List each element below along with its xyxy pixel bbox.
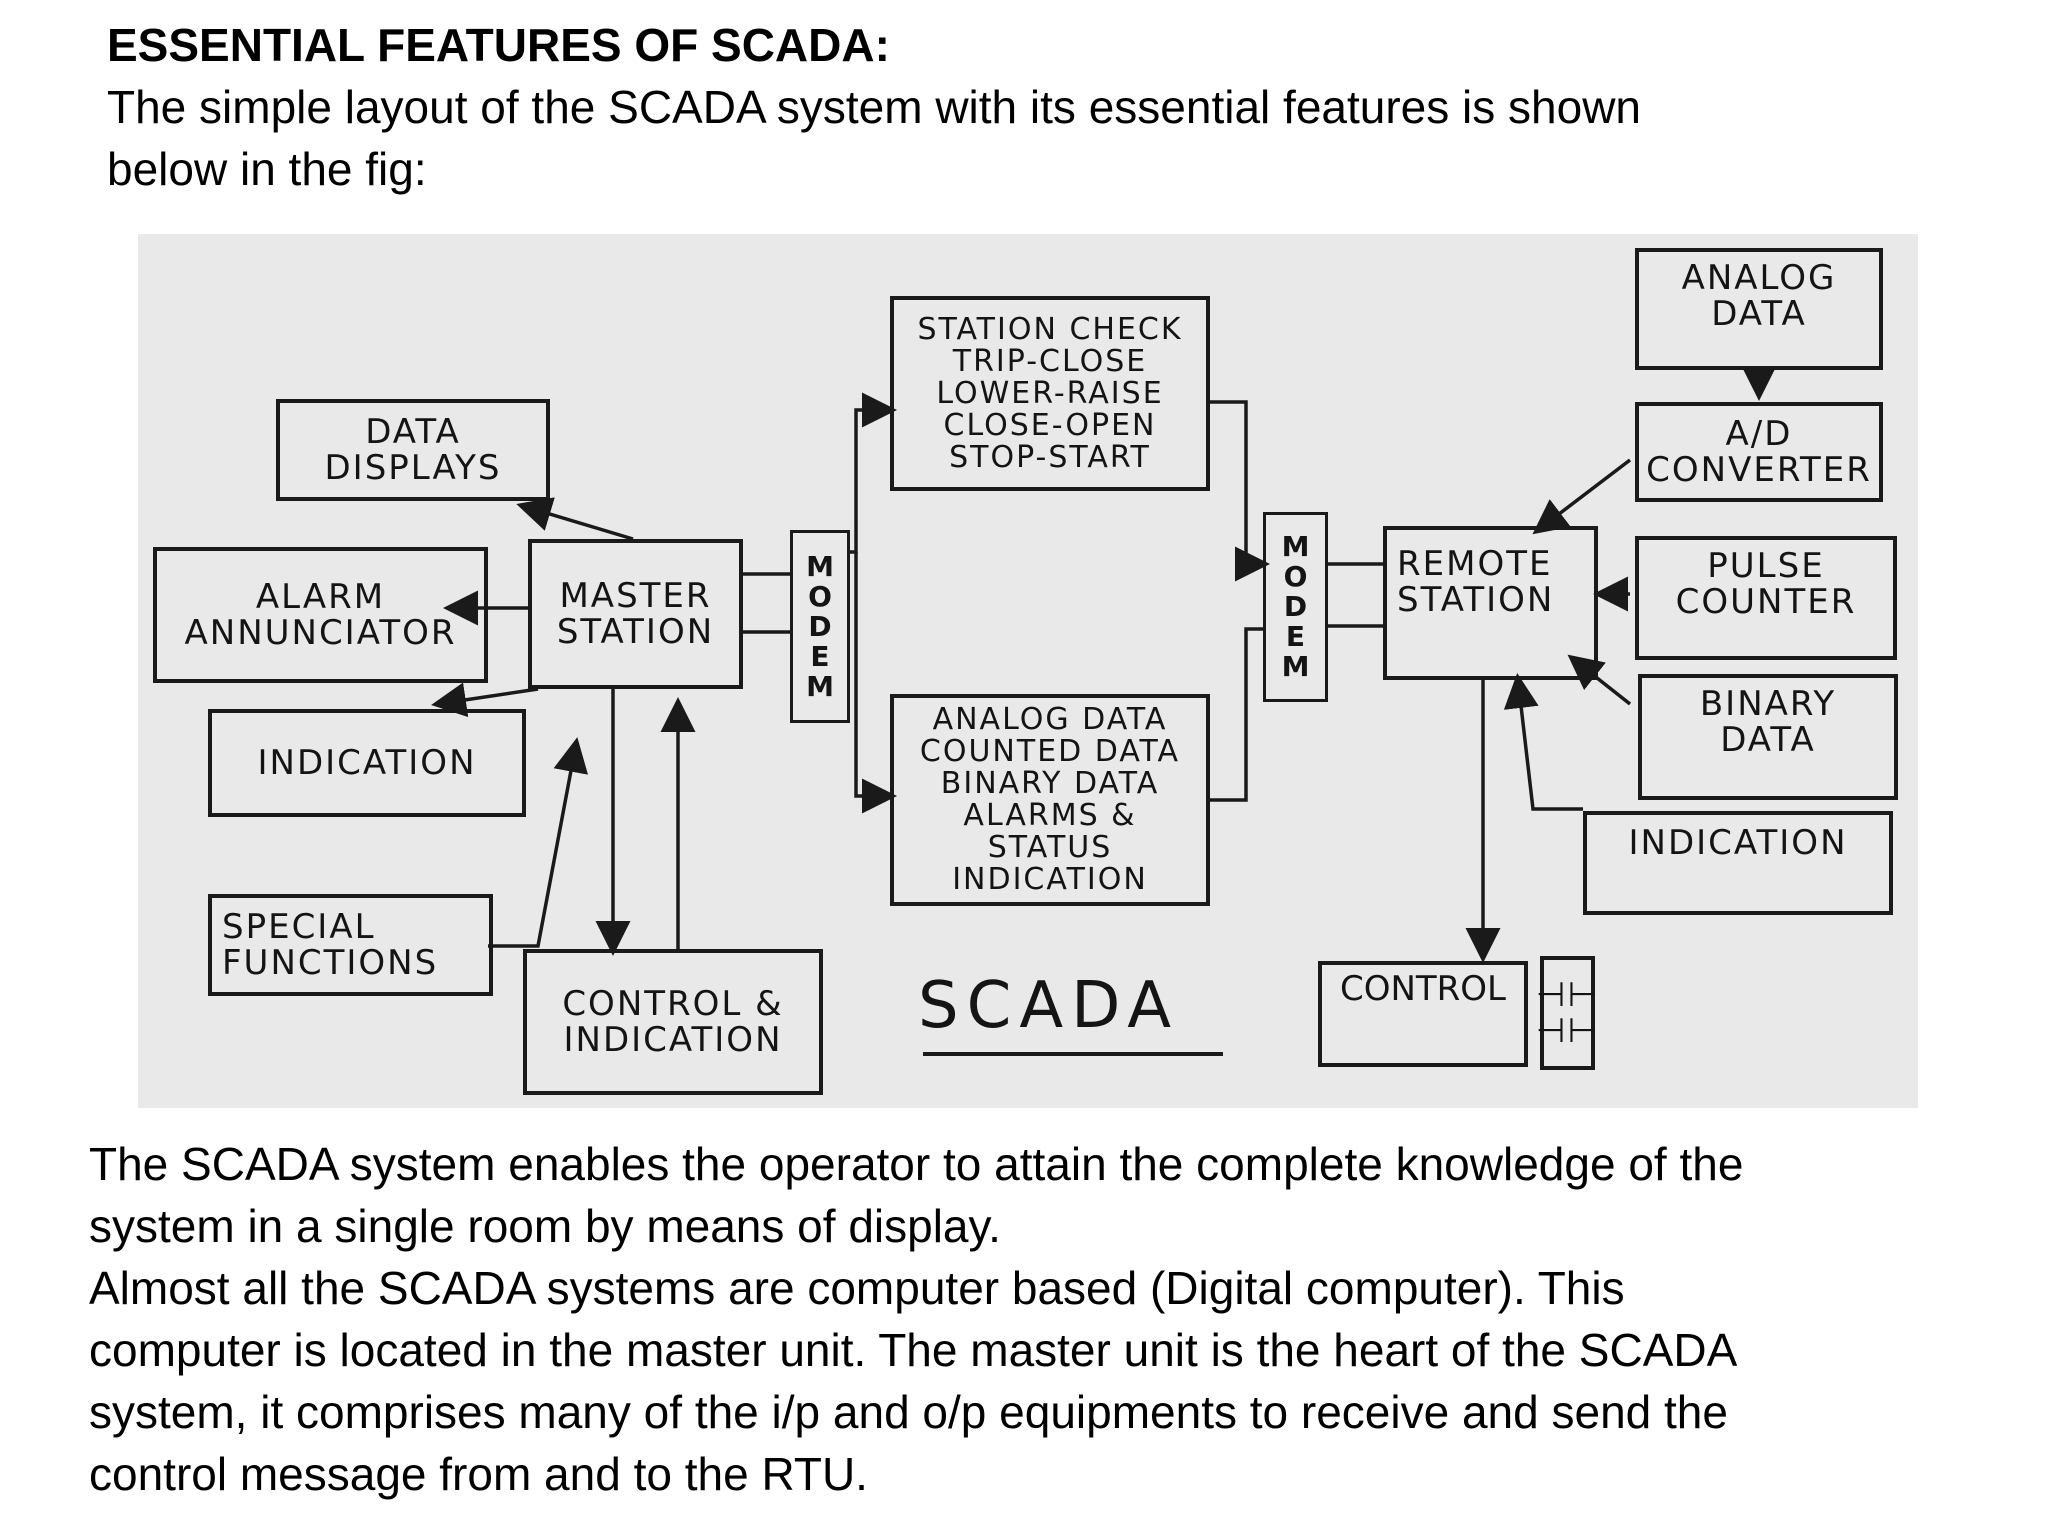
modem-master-side: M O D E M [790, 530, 850, 723]
box-label: A/D [1725, 414, 1793, 454]
box-label: ANNUNCIATOR [184, 613, 457, 653]
command-item: CLOSE-OPEN [943, 407, 1157, 443]
connector-telemetry-to-modem [854, 552, 897, 814]
command-item: TRIP-CLOSE [952, 343, 1148, 379]
body-line: control message from and to the RTU. [89, 1448, 868, 1500]
box-label: DATA [1711, 294, 1807, 334]
box-label: SPECIAL [222, 907, 376, 947]
modem-letter: M [806, 549, 834, 583]
box-label: REMOTE [1397, 544, 1553, 584]
box-label: CONTROL [1339, 969, 1507, 1009]
modem-letter: M [806, 669, 834, 703]
connector-master-to-displays [516, 497, 634, 541]
contact-symbol-icon: ⊣⊢ [1535, 1011, 1600, 1051]
modem-letter: M [1281, 650, 1310, 683]
control-indication-box: CONTROL & INDICATION [523, 949, 823, 1095]
scada-diagram: DATA DISPLAYS ALARM ANNUNCIATOR MASTER S… [138, 234, 1918, 1108]
body-paragraph: The SCADA system enables the operator to… [89, 1133, 2009, 1505]
box-label: DATA [1720, 720, 1816, 760]
modem-remote-side: M O D E M [1263, 512, 1328, 702]
special-functions-box: SPECIAL FUNCTIONS [208, 894, 493, 996]
body-line: computer is located in the master unit. … [89, 1324, 1738, 1376]
modem-letter: D [1283, 590, 1308, 623]
box-label: PULSE [1707, 546, 1825, 586]
box-label: INDICATION [563, 1020, 783, 1060]
connector-commands-to-remote-modem [1210, 400, 1270, 582]
intro-line: below in the fig: [107, 143, 427, 195]
connector-remote-modem-to-telemetry [1210, 627, 1263, 802]
intro-line: The simple layout of the SCADA system wi… [107, 81, 1641, 133]
indication-right-box: INDICATION [1583, 811, 1893, 915]
telemetry-item: ALARMS & [963, 798, 1137, 833]
diagram-connectors [431, 366, 1777, 963]
box-label: FUNCTIONS [222, 943, 439, 983]
box-label: DATA [365, 412, 461, 452]
commands-box: STATION CHECK TRIP-CLOSE LOWER-RAISE CLO… [890, 296, 1210, 491]
telemetry-item: COUNTED DATA [919, 734, 1181, 769]
figure-label: SCADA [918, 969, 1180, 1043]
connector-ad-to-remote [1532, 458, 1632, 535]
connector-binary-to-remote [1567, 654, 1632, 706]
remote-station-box: REMOTE STATION [1383, 526, 1598, 680]
modem-letter: M [1281, 530, 1310, 563]
box-label: STATION [1397, 580, 1555, 620]
figure-label-underline [923, 1052, 1223, 1056]
alarm-annunciator-box: ALARM ANNUNCIATOR [153, 547, 488, 683]
box-label: ANALOG [1681, 258, 1837, 298]
connector-special-to-master [488, 737, 589, 948]
connector-modem-to-commands [850, 392, 897, 554]
intro-paragraph: The simple layout of the SCADA system wi… [107, 76, 1907, 200]
analog-data-box: ANALOG DATA [1635, 248, 1883, 370]
box-label: STATION [556, 612, 715, 652]
box-label: CONVERTER [1646, 450, 1872, 490]
data-displays-box: DATA DISPLAYS [276, 399, 550, 501]
telemetry-item: INDICATION [952, 862, 1148, 897]
control-right-box: CONTROL [1318, 961, 1528, 1067]
command-item: STOP-START [949, 439, 1151, 475]
binary-data-box: BINARY DATA [1638, 674, 1898, 800]
contact-symbol-icon: ⊣⊢ [1535, 975, 1600, 1015]
connector-master-to-indication [431, 682, 539, 718]
modem-letter: E [1285, 620, 1306, 653]
telemetry-item: ANALOG DATA [932, 702, 1168, 737]
contact-symbol-box: ⊣⊢ ⊣⊢ [1536, 956, 1597, 1070]
box-label: COUNTER [1675, 582, 1857, 622]
box-label: ALARM [255, 577, 386, 617]
indication-left-box: INDICATION [208, 709, 526, 817]
telemetry-item: BINARY DATA [940, 766, 1160, 801]
modem-letter: E [810, 639, 830, 673]
command-item: LOWER-RAISE [936, 375, 1164, 411]
modem-letter: O [808, 579, 832, 613]
command-item: STATION CHECK [917, 311, 1183, 347]
telemetry-box: ANALOG DATA COUNTED DATA BINARY DATA ALA… [890, 694, 1210, 906]
ad-converter-box: A/D CONVERTER [1635, 402, 1883, 502]
body-line: The SCADA system enables the operator to… [89, 1138, 1744, 1190]
box-label: INDICATION [257, 743, 477, 783]
box-label: BINARY [1699, 684, 1837, 724]
connector-indication-to-remote [1503, 673, 1583, 811]
telemetry-item: STATUS [987, 830, 1113, 865]
body-line: system, it comprises many of the i/p and… [89, 1386, 1728, 1438]
pulse-counter-box: PULSE COUNTER [1635, 536, 1897, 660]
box-label: MASTER [559, 576, 712, 616]
box-label: CONTROL & [562, 984, 784, 1024]
box-label: DISPLAYS [324, 448, 502, 488]
master-station-box: MASTER STATION [528, 539, 743, 689]
modem-letter: O [1283, 560, 1308, 593]
box-label: INDICATION [1628, 823, 1848, 863]
body-line: Almost all the SCADA systems are compute… [89, 1262, 1625, 1314]
body-line: system in a single room by means of disp… [89, 1200, 1001, 1252]
page-heading: ESSENTIAL FEATURES OF SCADA: [107, 19, 890, 71]
modem-letter: D [808, 609, 832, 643]
